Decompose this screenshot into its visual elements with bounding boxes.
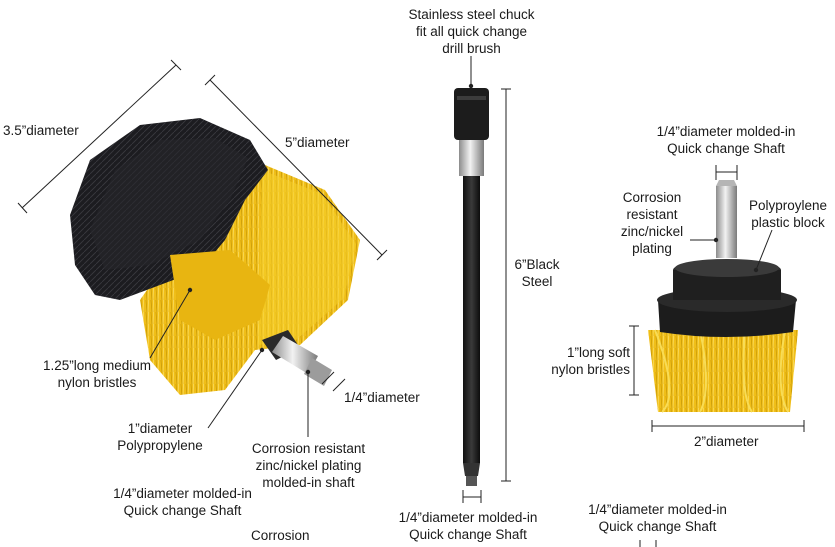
left-shaft-diameter-label: 1/4”diameter	[344, 390, 420, 405]
right-shaft-bottom-label: 1/4”diameter molded-in Quick change Shaf…	[588, 502, 727, 534]
right-brush	[648, 180, 798, 413]
chuck-collar	[459, 140, 484, 176]
rod	[463, 176, 480, 463]
left-diameter-medium-label: 5”diameter	[285, 135, 350, 150]
left-diameter-large-label: 3.5”diameter	[3, 123, 79, 138]
left-brush-core-yellow	[170, 250, 270, 340]
right-block-label: Polyproylene plastic block	[748, 198, 828, 230]
left-brush	[70, 118, 360, 395]
right-bristles-label: 1”long soft nylon bristles	[551, 345, 630, 377]
chuck	[454, 88, 489, 140]
left-shaft-label: 1/4”diameter molded-in Quick change Shaf…	[113, 486, 252, 518]
left-plating-label: Corrosion resistant zinc/nickel plating …	[251, 441, 366, 490]
left-brush-shaft	[262, 330, 332, 386]
right-plating-label: Corrosion resistant zinc/nickel plating	[620, 190, 684, 256]
left-corrosion-label: Corrosion	[251, 528, 310, 543]
left-brush-dark-bristles	[70, 118, 268, 300]
right-shaft-top-label: 1/4”diameter molded-in Quick change Shaf…	[656, 124, 796, 156]
left-bristles-label: 1.25”long medium nylon bristles	[42, 358, 152, 390]
right-brush-shaft	[716, 186, 737, 258]
chuck-label: Stainless steel chuck fit all quick chan…	[408, 7, 535, 56]
left-block-label: 1”diameter Polypropylene	[117, 421, 203, 453]
dimension-lines	[17, 56, 805, 547]
extension-shaft-label: 1/4”diameter molded-in Quick change Shaf…	[398, 510, 538, 542]
steel-label: 6”Black Steel	[514, 257, 560, 289]
extension-bar	[454, 88, 489, 486]
right-diameter-label: 2”diameter	[694, 434, 759, 449]
right-brush-bristles	[648, 330, 798, 412]
